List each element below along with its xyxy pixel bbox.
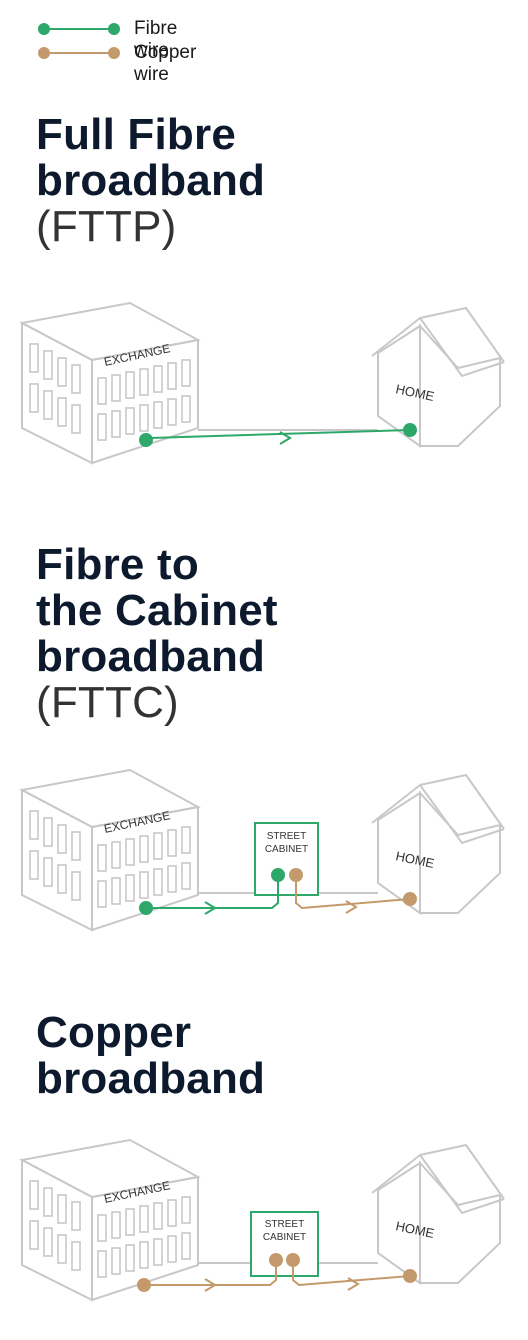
title-line: broadband: [36, 156, 266, 205]
title-line: broadband: [36, 632, 266, 681]
cabinet-label-line1: STREET: [265, 1219, 304, 1230]
fibre-node: [139, 901, 153, 915]
copper-wire: [292, 1260, 411, 1287]
fibre-line-swatch: [44, 28, 114, 30]
fttp-title: Full Fibre broadband (FTTP): [36, 112, 265, 250]
home-label: HOME: [394, 381, 436, 404]
direction-arrow-icon: [204, 901, 217, 915]
street-cabinet-icon: [254, 822, 319, 896]
fibre-dot-icon: [108, 23, 120, 35]
exchange-label: EXCHANGE: [103, 341, 172, 369]
copper-dot-icon: [108, 47, 120, 59]
copper-diagram: EXCHANGE HOME STREET CABINET: [0, 1135, 528, 1315]
fibre-node: [403, 423, 417, 437]
direction-arrow-icon: [279, 431, 292, 445]
copper-line-swatch: [44, 52, 114, 54]
title-line: the Cabinet: [36, 586, 278, 635]
title-abbr: (FTTP): [36, 202, 177, 251]
copper-title: Copper broadband: [36, 1010, 265, 1102]
home-building-icon: [371, 773, 505, 915]
home-building-icon: [371, 306, 505, 448]
fibre-dot-icon: [38, 23, 50, 35]
exchange-building-icon: [18, 768, 201, 932]
exchange-building-icon: [18, 1138, 201, 1302]
copper-node: [289, 868, 303, 882]
copper-node: [269, 1253, 283, 1267]
home-label: HOME: [394, 848, 436, 871]
cabinet-label-line2: CABINET: [263, 1232, 306, 1243]
copper-node: [403, 892, 417, 906]
direction-arrow-icon: [345, 900, 358, 914]
title-abbr: (FTTC): [36, 678, 179, 727]
fttc-title: Fibre to the Cabinet broadband (FTTC): [36, 542, 278, 726]
title-line: broadband: [36, 1054, 266, 1103]
copper-node: [403, 1269, 417, 1283]
legend-copper-label: Copper wire: [134, 42, 197, 85]
fibre-wire: [146, 875, 279, 909]
title-line: Fibre to: [36, 540, 199, 589]
cabinet-label-line1: STREET: [267, 831, 306, 842]
copper-wire: [144, 1260, 277, 1286]
fttc-diagram: EXCHANGE HOME STREET CABINET: [0, 765, 528, 945]
copper-wire: [295, 875, 411, 910]
exchange-building-icon: [18, 301, 201, 465]
copper-dot-icon: [38, 47, 50, 59]
fibre-node: [139, 433, 153, 447]
cabinet-label-line2: CABINET: [265, 844, 308, 855]
home-label: HOME: [394, 1218, 436, 1241]
title-line: Copper: [36, 1008, 192, 1057]
exchange-label: EXCHANGE: [103, 1178, 172, 1206]
direction-arrow-icon: [204, 1278, 217, 1292]
fibre-node: [271, 868, 285, 882]
street-cabinet-icon: [250, 1211, 319, 1277]
title-line: Full Fibre: [36, 110, 236, 159]
copper-node: [137, 1278, 151, 1292]
legend-fibre-label: Fibre wire: [134, 18, 178, 61]
home-building-icon: [371, 1143, 505, 1285]
direction-arrow-icon: [347, 1277, 360, 1291]
copper-node: [286, 1253, 300, 1267]
exchange-label: EXCHANGE: [103, 808, 172, 836]
fttp-diagram: EXCHANGE HOME: [0, 298, 528, 478]
